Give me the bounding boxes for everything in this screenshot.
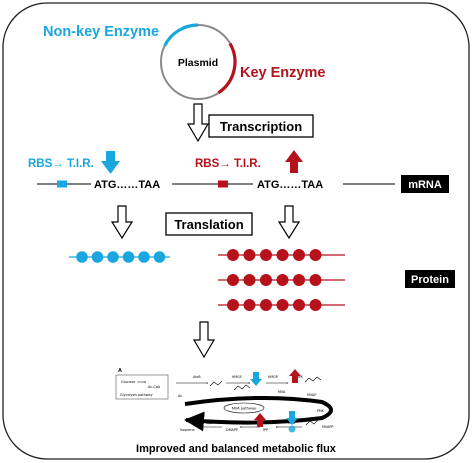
rbs-tir-left-label: RBS→ T.I.R. — [28, 158, 94, 170]
pathway-red-arrow-2 — [254, 413, 266, 427]
key-protein-bead — [293, 299, 305, 311]
plasmid-non-key-arc — [163, 23, 199, 47]
key-protein-bead — [293, 274, 305, 286]
pathway-cyan-arrow-1 — [250, 372, 262, 386]
mva-pathway-oval — [223, 402, 265, 414]
key-protein-bead — [243, 249, 256, 261]
ipp-highlight — [288, 425, 296, 433]
key-protein-bead — [276, 299, 289, 311]
key-protein-bead — [276, 274, 289, 286]
rbs-left-box — [57, 180, 67, 188]
non-key-protein-bead — [107, 251, 119, 263]
outer-frame — [2, 2, 470, 460]
key-protein-bead — [260, 299, 272, 311]
hmgr-label: HMGR — [268, 375, 279, 379]
translation-arrow-left — [110, 205, 134, 240]
non-key-enzyme-label: Non-key Enzyme — [43, 24, 159, 40]
key-protein-bead — [227, 249, 239, 261]
key-protein-bead — [309, 249, 322, 261]
translation-box — [165, 212, 253, 236]
hmgs-label: HMGS — [232, 375, 242, 379]
translation-label: Translation — [174, 217, 243, 232]
molecule-sketch-4 — [305, 419, 319, 426]
isps-label: IspS — [206, 421, 213, 425]
tir-down-arrow — [101, 151, 120, 174]
idi-label: IDI — [246, 421, 250, 425]
key-enzyme-label: Key Enzyme — [240, 65, 325, 81]
non-key-protein-chain — [69, 251, 170, 263]
plasmid-key-arc — [217, 42, 237, 95]
protein-label: Protein — [411, 274, 449, 286]
non-key-protein-bead — [76, 251, 88, 263]
key-protein-bead — [227, 274, 239, 286]
ipp-label: IPP — [263, 428, 268, 432]
rbs-tir-right-label: RBS→ T.I.R. — [195, 158, 261, 170]
key-protein-bead — [309, 274, 322, 286]
key-protein-bead — [309, 299, 322, 311]
mvk-label: MVK — [296, 375, 304, 379]
key-protein-bead — [260, 249, 272, 261]
mrna-badge — [401, 175, 449, 193]
molecule-sketch-1 — [209, 380, 223, 387]
mrna-strand: ATG……TAA ATG……TAA — [37, 179, 395, 191]
ac-coa-2-label: Ac — [178, 394, 182, 398]
key-protein-bead — [227, 299, 239, 311]
key-protein-bead — [260, 274, 272, 286]
transcription-arrow — [186, 103, 210, 143]
mva-pathway-label: MVA pathway — [232, 407, 257, 411]
tir-up-arrow — [285, 150, 303, 173]
acetyl-coa-label: Ac-CoA — [148, 385, 161, 389]
seq-left-label: ATG……TAA — [94, 179, 160, 191]
mvapp-label: MVAPP — [322, 425, 333, 429]
key-protein-bead — [293, 249, 305, 261]
mvap-label: MVAP — [307, 393, 316, 397]
plasmid-label: Plasmid — [178, 57, 218, 69]
mrna-label: mRNA — [408, 179, 442, 191]
glucose-label: Glucose — [121, 380, 136, 384]
key-protein-bead — [276, 249, 289, 261]
transcription-box — [208, 114, 314, 138]
non-key-protein-bead — [153, 251, 166, 263]
non-key-protein-bead — [138, 251, 150, 263]
pathway-cyan-arrow-2 — [286, 411, 298, 425]
rbs-right-box — [218, 180, 228, 188]
pathway-panel-letter: A — [118, 368, 122, 374]
pathway-red-arrow-1 — [289, 369, 301, 383]
molecule-sketch-2 — [233, 384, 251, 391]
pmk-label: PMK — [317, 409, 325, 413]
protein-badge — [405, 270, 455, 288]
result-caption: Improved and balanced metabolic flux — [136, 443, 337, 455]
non-key-protein-bead — [122, 251, 135, 263]
mva-pathway-loop — [184, 395, 333, 432]
plasmid-diagram: Plasmid — [160, 23, 237, 100]
transcription-label: Transcription — [220, 119, 302, 134]
pathway-down-arrow — [192, 321, 216, 359]
non-key-protein-bead — [91, 251, 104, 263]
atob-label: AtoB — [193, 375, 201, 379]
metabolic-pathway-figure: A Glucose Ac-CoA Glycolysis pathway Ac A… — [115, 368, 333, 433]
glycolysis-box — [115, 374, 169, 400]
molecule-sketch-3 — [304, 376, 322, 383]
key-protein-bead — [243, 299, 256, 311]
key-protein-bead — [243, 274, 256, 286]
key-protein-chains — [218, 249, 345, 311]
translation-arrow-right — [277, 205, 301, 240]
mva-label: MVA — [278, 390, 286, 394]
seq-right-label: ATG……TAA — [257, 179, 323, 191]
dmapp-label: DMAPP — [226, 428, 238, 432]
glycolysis-label: Glycolysis pathway — [120, 393, 153, 397]
isoprene-label: Isoprene — [180, 428, 195, 432]
